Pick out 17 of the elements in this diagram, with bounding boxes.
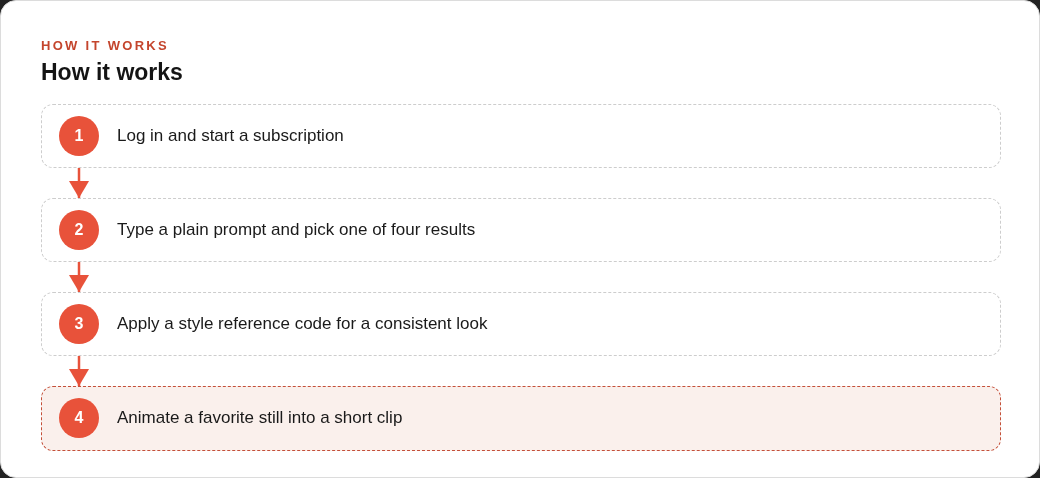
step-text: Log in and start a subscription — [117, 124, 344, 147]
step-number: 1 — [59, 116, 99, 156]
step-text: Animate a favorite still into a short clip — [117, 407, 403, 429]
highlighted-step-box — [41, 386, 1001, 451]
arrow — [69, 168, 89, 198]
step-box — [41, 198, 1001, 262]
step-number: 3 — [59, 304, 99, 344]
step-box — [41, 104, 1001, 168]
step-number: 2 — [59, 210, 99, 250]
section-title: How it works — [41, 58, 183, 86]
step-text: Type a plain prompt and pick one of four results — [117, 218, 476, 241]
section-kicker: HOW IT WORKS — [41, 38, 169, 54]
step-box — [41, 292, 1001, 356]
arrow — [69, 356, 89, 386]
step-text: Apply a style reference code for a consistent look — [117, 312, 488, 335]
arrow — [69, 262, 89, 292]
step-number: 4 — [59, 398, 99, 438]
